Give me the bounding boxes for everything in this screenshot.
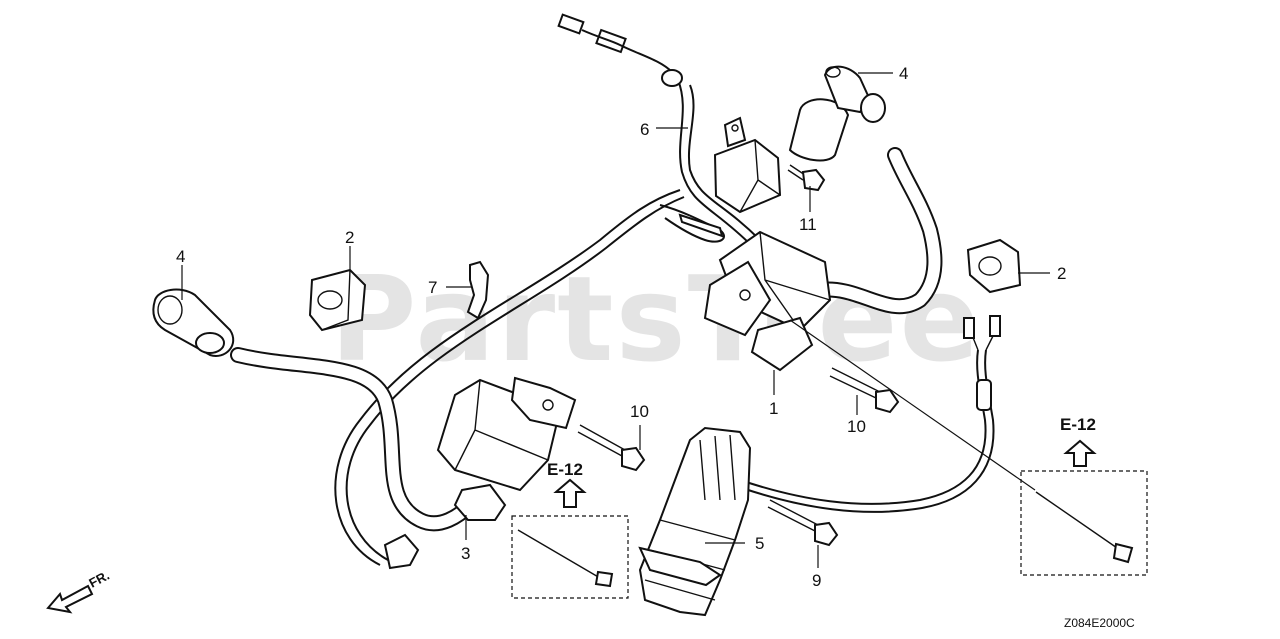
e12-ref-box-right [1020, 439, 1148, 576]
callout-10-left: 10 [630, 402, 649, 421]
callout-11: 11 [799, 215, 817, 234]
callout-6: 6 [640, 120, 649, 139]
callout-3: 3 [461, 544, 470, 563]
spark-plug-tube-left [230, 347, 478, 532]
part-7-clip [466, 260, 490, 320]
callout-2-left: 2 [345, 228, 354, 247]
front-direction-arrow: FR. [46, 568, 112, 614]
watermark-text: PartsTree [330, 250, 982, 388]
part-3-ignition-coil [436, 376, 577, 521]
callout-leaders [181, 72, 1050, 568]
e12-ref-box-left [511, 478, 629, 599]
ignition-wire-harness [334, 189, 685, 566]
part-10-left-bolt [577, 424, 646, 472]
callout-4-left: 4 [176, 247, 185, 266]
loop-wire [659, 204, 725, 243]
callout-4-top: 4 [899, 64, 908, 83]
callout-7: 7 [428, 278, 437, 297]
top-wire-connector [557, 13, 683, 87]
part-2-left-grommet [308, 268, 367, 332]
ref-e12-right: E-12 [1060, 415, 1096, 434]
callout-1: 1 [769, 399, 778, 418]
ref-e12-left: E-12 [547, 460, 583, 479]
part-11-bolt [787, 164, 826, 192]
part-4-top-spark-plug-cap [788, 65, 886, 162]
diagram-code: Z084E2000C [1064, 616, 1135, 630]
wire-6-to-1 [677, 79, 761, 247]
spark-plug-tube-right [812, 147, 943, 315]
callout-2-right: 2 [1057, 264, 1066, 283]
part-1-ignition-coil [703, 230, 832, 372]
plug-connector [383, 533, 420, 570]
leader-1-to-e12 [789, 319, 1036, 491]
right-wire-harness [739, 315, 1001, 513]
part-5-exciter-coil [638, 426, 752, 617]
part-10-right-bolt [829, 367, 900, 414]
part-6-ignition-module [713, 116, 782, 214]
part-9-bolt [767, 499, 839, 547]
callout-5: 5 [755, 534, 764, 553]
direction-label: FR. [86, 568, 112, 591]
part-2-right-grommet [966, 238, 1022, 294]
part-4-left-spark-plug-cap [152, 288, 235, 357]
callout-9: 9 [812, 571, 821, 590]
callout-10-right: 10 [847, 417, 866, 436]
